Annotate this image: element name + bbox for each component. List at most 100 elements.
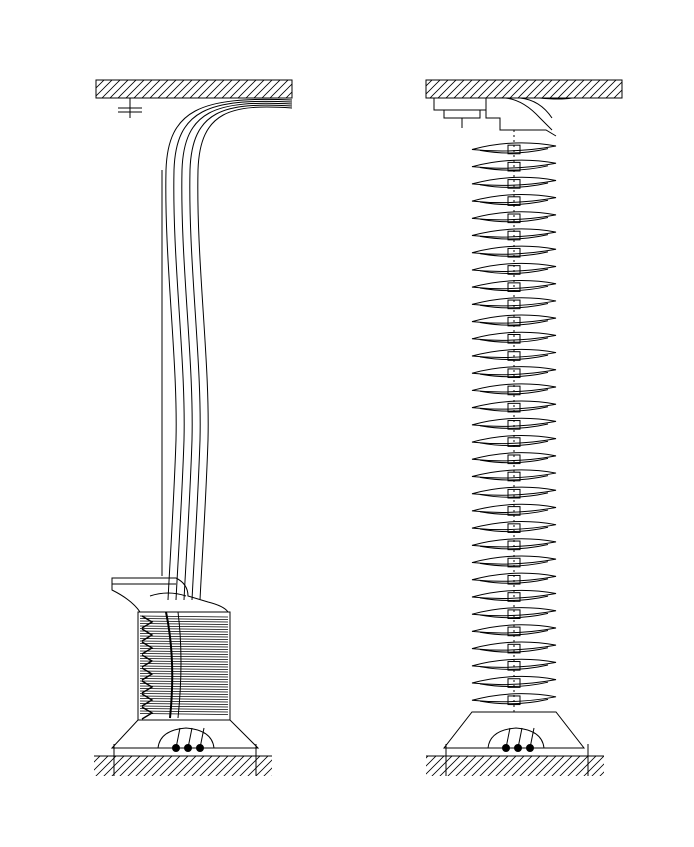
coil-disc: [471, 211, 557, 221]
coil-disc: [471, 228, 557, 238]
right-base: [442, 711, 586, 752]
coil-core-segment: [507, 333, 521, 344]
coil-disc-underside: [479, 389, 549, 395]
coil-turn-line: [139, 638, 229, 640]
cable-line: [173, 100, 293, 601]
coil-turn-line: [139, 663, 229, 665]
cable-line: [189, 104, 293, 601]
coil-core-segment: [507, 179, 521, 189]
coil-disc-underside: [479, 320, 549, 326]
coil-disc: [471, 280, 557, 290]
coil-turn-line: [139, 625, 229, 628]
coil-turn-line: [139, 660, 229, 663]
coil-turn-line: [139, 643, 229, 645]
coil-turn-line: [139, 703, 229, 705]
coil-disc-underside: [479, 182, 549, 188]
cable-line: [165, 98, 293, 601]
coil-turn-line: [139, 705, 229, 708]
coil-disc: [471, 555, 557, 565]
coil-turn-line: [139, 680, 229, 683]
coil-turn-line: [139, 688, 229, 690]
coil-disc: [471, 176, 557, 186]
coil-turn-line: [139, 695, 229, 698]
coil-turn-line: [139, 700, 229, 703]
coil-disc: [471, 624, 557, 634]
coil-disc: [471, 262, 557, 272]
left-coil-turns: [139, 615, 229, 720]
coil-disc: [471, 417, 557, 427]
coil-wrap-edge: [141, 706, 154, 720]
coil-disc-underside: [479, 268, 549, 274]
cable-end-dot: [514, 744, 522, 752]
coil-turn-line: [139, 628, 229, 630]
coil-disc-underside: [479, 664, 549, 670]
right-floor: [426, 756, 604, 776]
left-ceiling-bolt: [118, 98, 142, 118]
coil-disc: [471, 607, 557, 617]
left-coil-body: [137, 611, 231, 721]
coil-disc: [471, 193, 557, 204]
coil-disc: [471, 400, 557, 410]
coil-turn-line: [139, 658, 229, 660]
coil-disc: [471, 314, 557, 324]
coil-disc-underside: [479, 492, 549, 498]
coil-wrap-edge: [141, 654, 154, 668]
cable-line: [181, 102, 293, 601]
coil-disc-underside: [479, 457, 549, 464]
coil-disc-underside: [479, 475, 549, 481]
coil-disc-underside: [479, 337, 549, 343]
coil-turn: [471, 331, 557, 344]
cable-end-dot: [196, 744, 204, 752]
coil-core-segment: [507, 213, 521, 224]
coil-disc: [471, 452, 557, 462]
coil-turn-line: [139, 683, 229, 685]
coil-disc: [471, 675, 557, 686]
coil-disc-underside: [479, 354, 549, 361]
coil-turn-line: [139, 618, 229, 620]
coil-disc: [471, 383, 557, 393]
coil-turn: [471, 262, 557, 275]
left-transition-bracket: [111, 577, 229, 613]
coil-turn-line: [139, 645, 229, 648]
coil-disc: [471, 297, 557, 307]
right-coil-stack: [471, 130, 557, 712]
coil-wrap-edge: [141, 628, 154, 642]
left-drawing: [94, 79, 293, 776]
coil-disc: [471, 503, 557, 513]
coil-turn: [471, 452, 557, 465]
cable-end-dot: [502, 744, 510, 752]
coil-disc: [471, 142, 557, 152]
coil-turn-line: [139, 653, 229, 655]
cable-line: [197, 106, 293, 601]
coil-disc-underside: [479, 612, 549, 619]
coil-turn-line: [139, 640, 229, 643]
coil-turn: [471, 297, 557, 310]
coil-core-segment: [507, 488, 521, 499]
left-floor: [94, 756, 272, 776]
coil-wrap-edge: [141, 693, 154, 707]
coil-disc: [471, 589, 557, 599]
coil-core-segment: [507, 609, 521, 619]
coil-turn: [471, 417, 557, 430]
coil-turn-line: [139, 713, 229, 715]
coil-disc: [471, 469, 557, 479]
coil-disc: [471, 538, 557, 548]
coil-turn-line: [139, 635, 229, 638]
coil-disc: [471, 348, 557, 359]
right-top-clamp: [433, 97, 573, 137]
coil-core-segment: [507, 643, 521, 654]
coil-disc: [471, 693, 557, 703]
coil-turn-line: [139, 623, 229, 625]
coil-wrap-edge: [141, 680, 154, 694]
coil-disc-underside: [479, 303, 549, 309]
right-drawing: [425, 79, 623, 776]
coil-turn-line: [139, 690, 229, 693]
coil-turn-line: [139, 630, 229, 633]
coil-disc: [471, 331, 557, 341]
coil-disc-underside: [479, 630, 549, 636]
coil-turn-line: [139, 648, 229, 650]
coil-core-segment: [507, 368, 521, 379]
coil-turn: [471, 142, 557, 155]
coil-disc: [471, 245, 557, 255]
